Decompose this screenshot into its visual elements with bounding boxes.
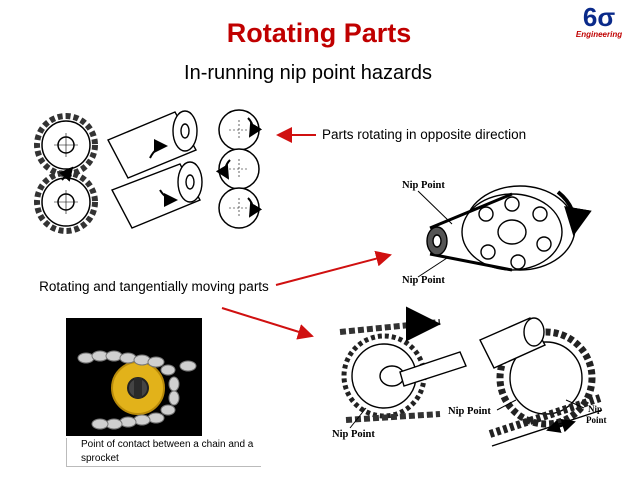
logo-tagline: Engineering	[575, 30, 623, 39]
nip-point-label-chain: Nip Point	[332, 429, 375, 440]
rollers-figure	[107, 110, 203, 229]
logo-mark: 6σ	[582, 2, 616, 32]
tangential-arrow-upper	[275, 250, 392, 286]
nip-point-label-gear: Nip Point	[448, 406, 491, 417]
meshing-gears-figure	[34, 113, 98, 234]
chain-sprocket-drawing	[339, 306, 467, 429]
belt-pulley-figure	[417, 185, 592, 278]
tangential-label: Rotating and tangentially moving parts	[39, 279, 269, 294]
nip-point-label-bottom: Nip Point	[402, 275, 445, 286]
tangential-arrow-lower	[221, 307, 314, 340]
slide-title: Rotating Parts	[226, 18, 412, 48]
photo-caption: Point of contact between a chain and a s…	[66, 438, 261, 467]
nip-label-gear-right-1: Nip	[588, 404, 602, 414]
nip-point-label-top: Nip Point	[402, 180, 445, 191]
slide-subtitle: In-running nip point hazards	[184, 62, 432, 84]
upper-gear	[34, 113, 98, 177]
company-logo: 6σ Engineering	[568, 4, 630, 44]
lower-gear	[34, 170, 98, 234]
chain-sprocket-photo	[66, 318, 202, 436]
chain-sprocket-image	[66, 318, 202, 436]
nip-label-gear-right-2: Point	[586, 415, 607, 425]
opposite-direction-label: Parts rotating in opposite direction	[322, 127, 527, 142]
rack-gear-drawing	[479, 317, 603, 447]
stacked-rollers-figure	[215, 109, 263, 229]
